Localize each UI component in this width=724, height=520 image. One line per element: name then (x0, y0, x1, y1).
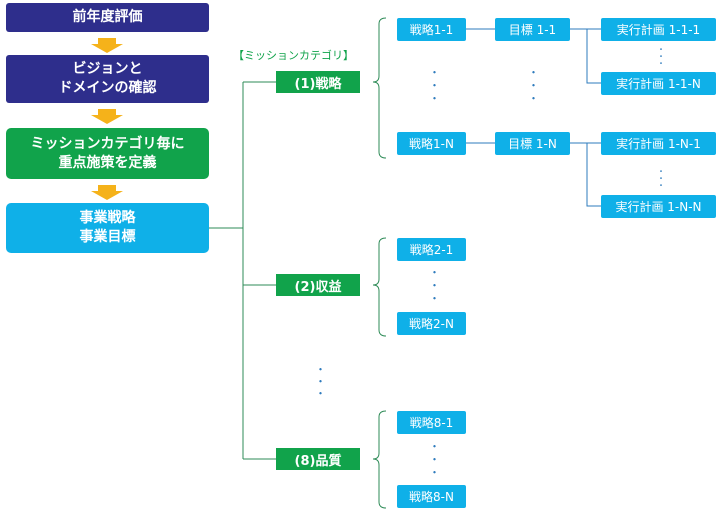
step-vision-domain: ビジョンと ドメインの確認 (6, 55, 209, 103)
node-strategy-1-N: 戦略1-N (397, 132, 466, 155)
step-define-measures-label: ミッションカテゴリ毎に 重点施策を定義 (30, 135, 185, 171)
node-strategy-8-1: 戦略8-1 (397, 411, 466, 434)
node-plan-1-1-1: 実行計画 1-1-1 (601, 18, 716, 41)
node-plan-1-N-1: 実行計画 1-N-1 (601, 132, 716, 155)
ellipsis-revenue-list: ・ ・ ・ (429, 266, 440, 305)
link-g11-plans (570, 28, 601, 84)
ellipsis-plan-1-N: ・ ・ ・ (657, 167, 665, 190)
ellipsis-quality-list: ・ ・ ・ (429, 440, 440, 479)
step-define-measures: ミッションカテゴリ毎に 重点施策を定義 (6, 128, 209, 179)
category-strategy: (1)戦略 (276, 71, 360, 93)
ellipsis-plan-1-1: ・ ・ ・ (657, 45, 665, 68)
ellipsis-goal-list: ・ ・ ・ (528, 66, 539, 105)
mission-category-heading: 【ミッションカテゴリ】 (233, 49, 354, 62)
node-strategy-1-1: 戦略1-1 (397, 18, 466, 41)
step-prior-year-review-label: 前年度評価 (72, 9, 143, 25)
node-goal-1-1: 目標 1-1 (495, 18, 570, 41)
node-strategy-2-1: 戦略2-1 (397, 238, 466, 261)
step-business-strategy-label: 事業戦略 事業目標 (79, 210, 136, 245)
step-prior-year-review: 前年度評価 (6, 3, 209, 32)
node-goal-1-N: 目標 1-N (495, 132, 570, 155)
node-strategy-8-N: 戦略8-N (397, 485, 466, 508)
link-g1N-plans (570, 142, 601, 207)
brace-revenue (372, 237, 387, 337)
step-business-strategy: 事業戦略 事業目標 (6, 203, 209, 253)
brace-strategy (372, 17, 387, 159)
category-quality: (8)品質 (276, 448, 360, 470)
ellipsis-category-list: ・ ・ ・ (315, 363, 326, 400)
step-vision-domain-label: ビジョンと ドメインの確認 (58, 61, 157, 96)
node-strategy-2-N: 戦略2-N (397, 312, 466, 335)
ellipsis-strategy-list: ・ ・ ・ (429, 66, 440, 105)
node-plan-1-N-N: 実行計画 1-N-N (601, 195, 716, 218)
brace-quality (372, 410, 387, 509)
category-revenue: (2)収益 (276, 274, 360, 296)
node-plan-1-1-N: 実行計画 1-1-N (601, 72, 716, 95)
